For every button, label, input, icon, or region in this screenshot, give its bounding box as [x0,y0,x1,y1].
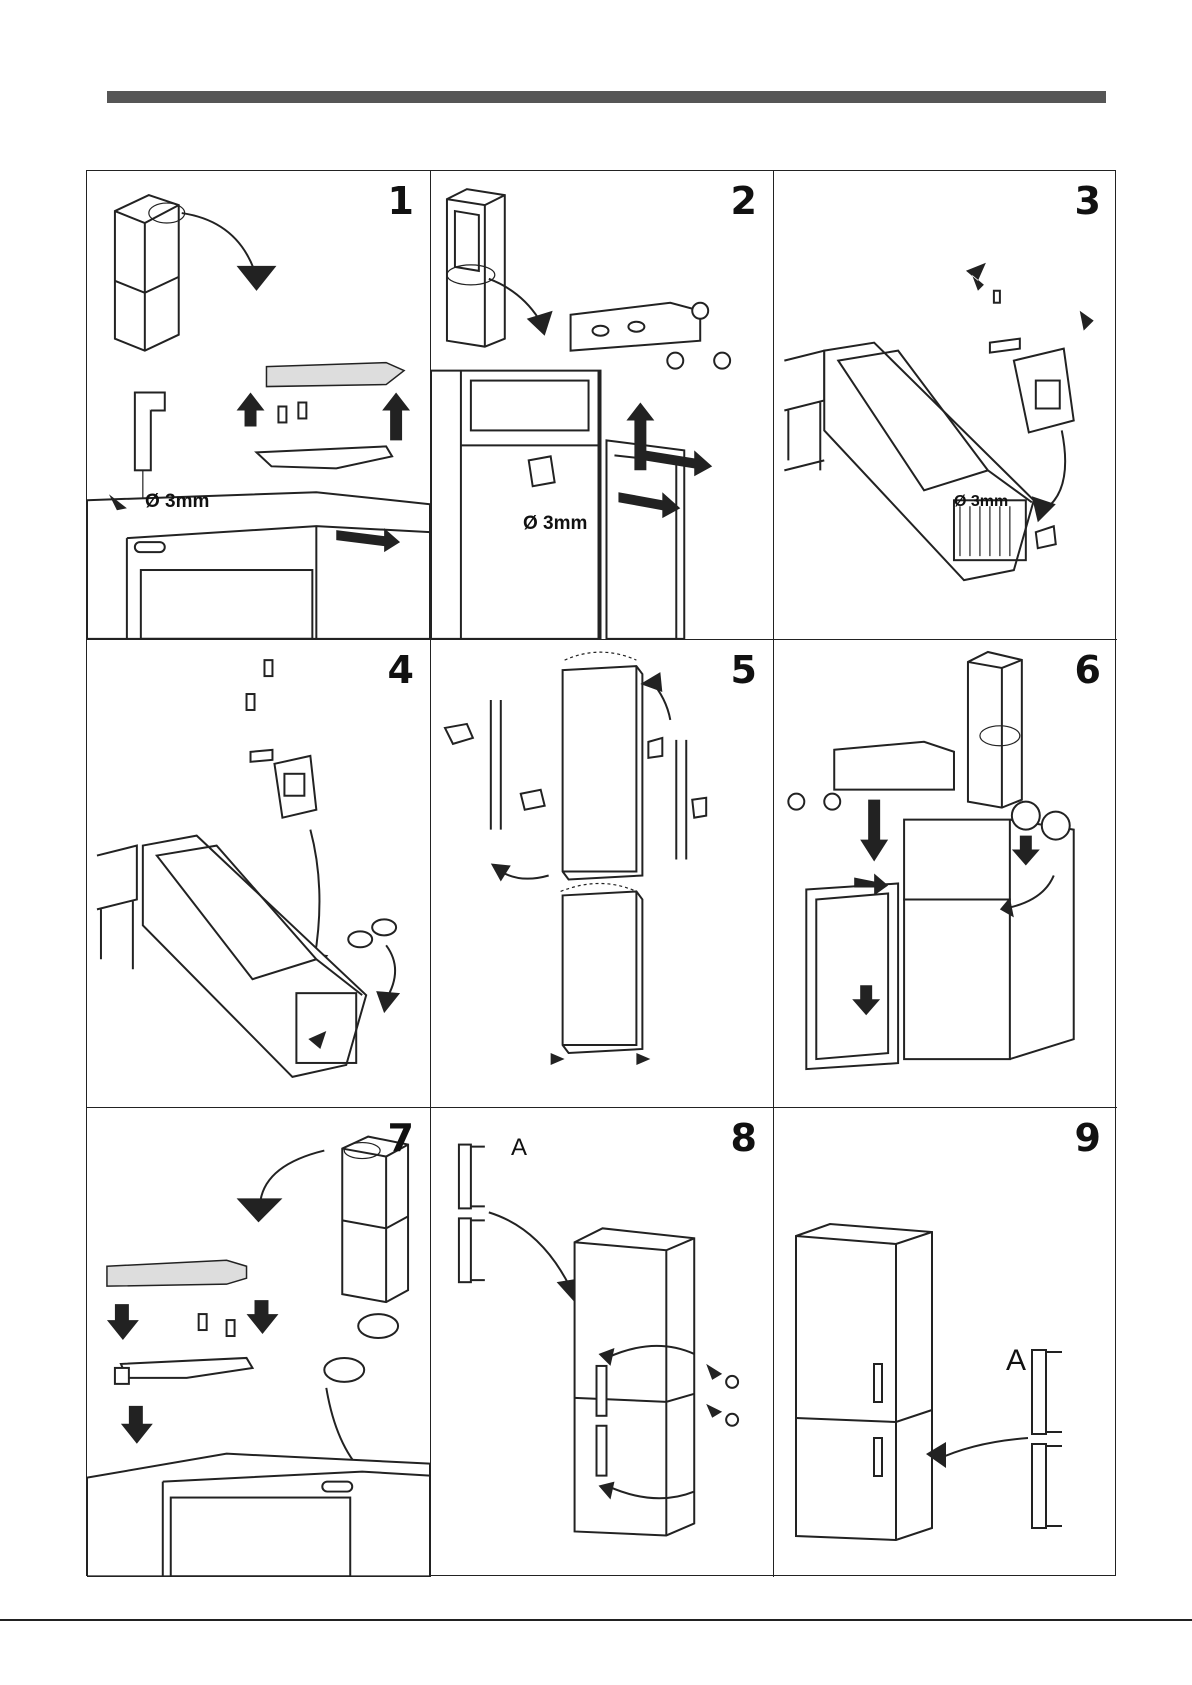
step-5-panel: 5 [431,640,774,1108]
step-2-panel: 2 Ø 3mm [431,171,774,640]
step-3-panel: 3 Ø 3mm [774,171,1117,640]
step-9-illustration [774,1108,1117,1577]
step-9-panel: 9 A [774,1108,1117,1577]
step-1-illustration [87,171,430,639]
step-6-panel: 6 [774,640,1117,1108]
footer-rule [0,1619,1192,1621]
step-number: 9 [1075,1116,1101,1160]
step-2-illustration [431,171,773,639]
handle-label: A [1006,1344,1026,1378]
drill-size-label: Ø 3mm [145,491,209,513]
step-number: 6 [1075,648,1101,692]
step-4-panel: 4 [87,640,431,1108]
drill-size-label: Ø 3mm [954,493,1008,511]
step-8-illustration [431,1108,773,1577]
step-8-panel: 8 A [431,1108,774,1577]
header-rule [107,91,1106,103]
handle-label: A [511,1134,527,1162]
drill-size-label: Ø 3mm [523,513,587,535]
step-number: 8 [731,1116,757,1160]
step-number: 5 [731,648,757,692]
step-number: 3 [1075,179,1101,223]
step-number: 4 [388,648,414,692]
step-7-panel: 7 [87,1108,431,1577]
step-number: 1 [388,179,414,223]
step-7-illustration [87,1108,430,1577]
step-6-illustration [774,640,1117,1107]
step-5-illustration [431,640,773,1107]
instruction-grid: 1 Ø 3mm 2 Ø 3mm [86,170,1116,1576]
step-1-panel: 1 Ø 3mm [87,171,431,640]
step-3-illustration [774,171,1117,639]
step-4-illustration [87,640,430,1107]
step-number: 7 [388,1116,414,1160]
step-number: 2 [731,179,757,223]
